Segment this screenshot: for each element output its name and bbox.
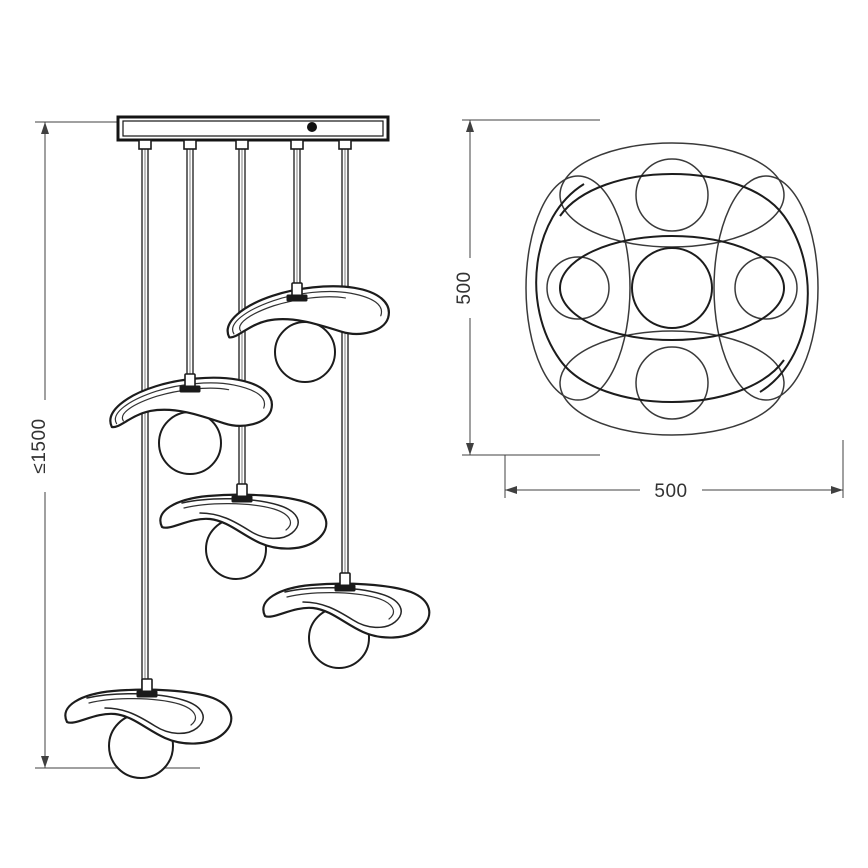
plan-h-label-bg	[640, 477, 702, 503]
cable-lamp-5	[141, 148, 149, 690]
pendant-lamp-3	[159, 483, 328, 580]
plan-v-label-bg	[458, 258, 482, 318]
plan-petal-center	[559, 235, 785, 341]
front-view	[64, 115, 431, 779]
plan-outer-sweeps	[535, 173, 809, 403]
dim-label-plan-vertical: 500	[454, 271, 475, 304]
dimension-height-group: ≤1500	[29, 121, 200, 769]
lamp-globe-1	[274, 321, 336, 383]
cable-lamp-2	[186, 148, 194, 384]
plan-arrow-right	[831, 486, 843, 494]
plan-arrow-down	[466, 443, 474, 455]
dim-label-bg	[33, 400, 57, 492]
pendant-lamp-4	[262, 572, 431, 669]
dim-label-plan-horizontal: 500	[654, 481, 687, 502]
dimension-plan-vertical-group: 500	[454, 119, 600, 456]
plan-petal-top	[559, 142, 785, 248]
cable-lamp-4	[341, 148, 349, 582]
plan-petal-bottom	[559, 330, 785, 436]
plan-petal-right	[713, 175, 819, 401]
dim-label-height: ≤1500	[29, 418, 50, 473]
pendant-lamp-2	[105, 369, 275, 475]
pendant-lamp-1	[222, 277, 393, 383]
canopy-ferrules	[138, 139, 352, 150]
top-view	[525, 142, 819, 436]
plan-petal-left	[525, 175, 631, 401]
lamp-socket-3	[231, 483, 253, 503]
pendant-lamp-5	[64, 678, 233, 779]
lamp-socket-5	[136, 678, 158, 698]
lamp-globe-2	[158, 411, 222, 475]
lamp-socket-4	[334, 572, 356, 592]
plan-arrow-up	[466, 120, 474, 132]
arrow-up	[41, 122, 49, 134]
dimension-plan-horizontal-group: 500	[504, 440, 844, 503]
cable-lamp-1	[293, 148, 301, 294]
ceiling-canopy-plate	[116, 115, 390, 150]
arrow-down	[41, 756, 49, 768]
plan-arrow-left	[505, 486, 517, 494]
canopy-mount-dot	[307, 122, 317, 132]
